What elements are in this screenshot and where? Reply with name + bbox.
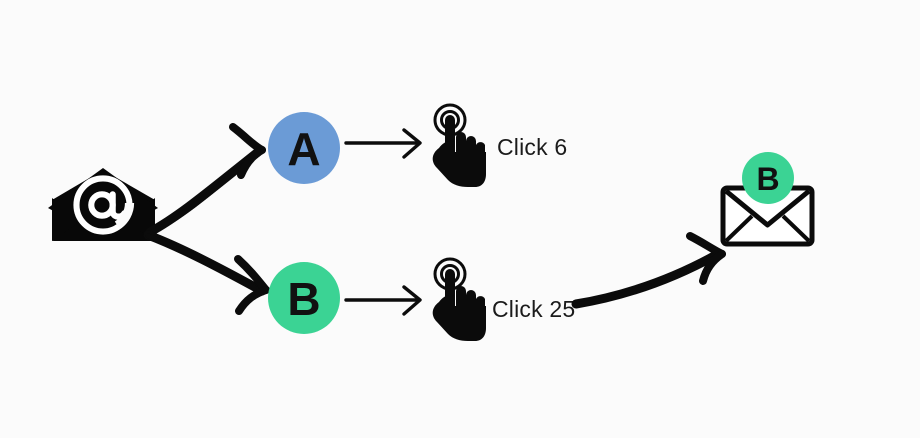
variant-b-to-pointer xyxy=(344,285,422,316)
winner-badge-circle xyxy=(742,152,794,204)
variant-b-label: B xyxy=(287,273,320,325)
winner-badge-label: B xyxy=(756,161,779,197)
variant-a-to-pointer xyxy=(344,128,422,159)
source-to-variant-a xyxy=(145,123,266,237)
variant-a-circle[interactable] xyxy=(268,112,340,184)
hand-tap-icon-a xyxy=(432,103,486,187)
variant-a-node[interactable]: A xyxy=(268,112,340,184)
variant-b-circle[interactable] xyxy=(268,262,340,334)
hand-tap-icon-b xyxy=(432,257,486,341)
source-to-variant-b xyxy=(143,230,270,315)
click-label-b: Click 25 xyxy=(492,296,575,322)
variant-b-node[interactable]: B xyxy=(268,262,340,334)
winner-badge: B xyxy=(742,152,794,204)
email-at-envelope-icon xyxy=(48,168,158,241)
click-label-a: Click 6 xyxy=(497,134,567,160)
variant-b-to-winner xyxy=(571,232,726,309)
variant-a-label: A xyxy=(287,123,320,175)
